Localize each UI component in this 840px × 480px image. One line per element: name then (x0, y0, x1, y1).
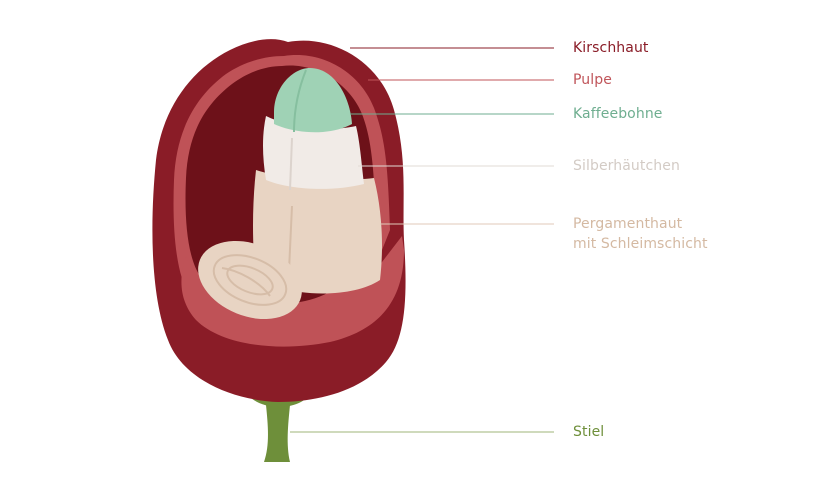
label-parchment-line1: Pergamenthaut (573, 216, 683, 232)
label-silver-skin-text: Silberhäutchen (573, 158, 680, 174)
silver-skin-seam (289, 137, 293, 191)
label-stem-text: Stiel (573, 424, 605, 440)
sliced-bean-body (198, 240, 302, 320)
silver-skin-layer (263, 116, 364, 189)
stem (246, 392, 312, 462)
label-bean-text: Kaffeebohne (573, 106, 663, 122)
sliced-bean (198, 240, 302, 320)
label-pulp-text: Pulpe (573, 72, 612, 88)
leader-lines (290, 47, 554, 433)
label-skin-text: Kirschhaut (573, 40, 649, 56)
stem-stalk (264, 405, 290, 462)
label-bean: Kaffeebohne (573, 104, 663, 124)
coffee-bean (274, 68, 352, 133)
label-parchment-line2: mit Schleimschicht (573, 236, 708, 252)
label-parchment: Pergamenthaut mit Schleimschicht (573, 214, 708, 254)
label-pulp: Pulpe (573, 70, 612, 90)
label-skin: Kirschhaut (573, 38, 649, 58)
bean-crease (293, 69, 307, 133)
label-silver-skin: Silberhäutchen (573, 156, 680, 176)
label-stem: Stiel (573, 422, 604, 442)
cut-face (181, 236, 404, 347)
